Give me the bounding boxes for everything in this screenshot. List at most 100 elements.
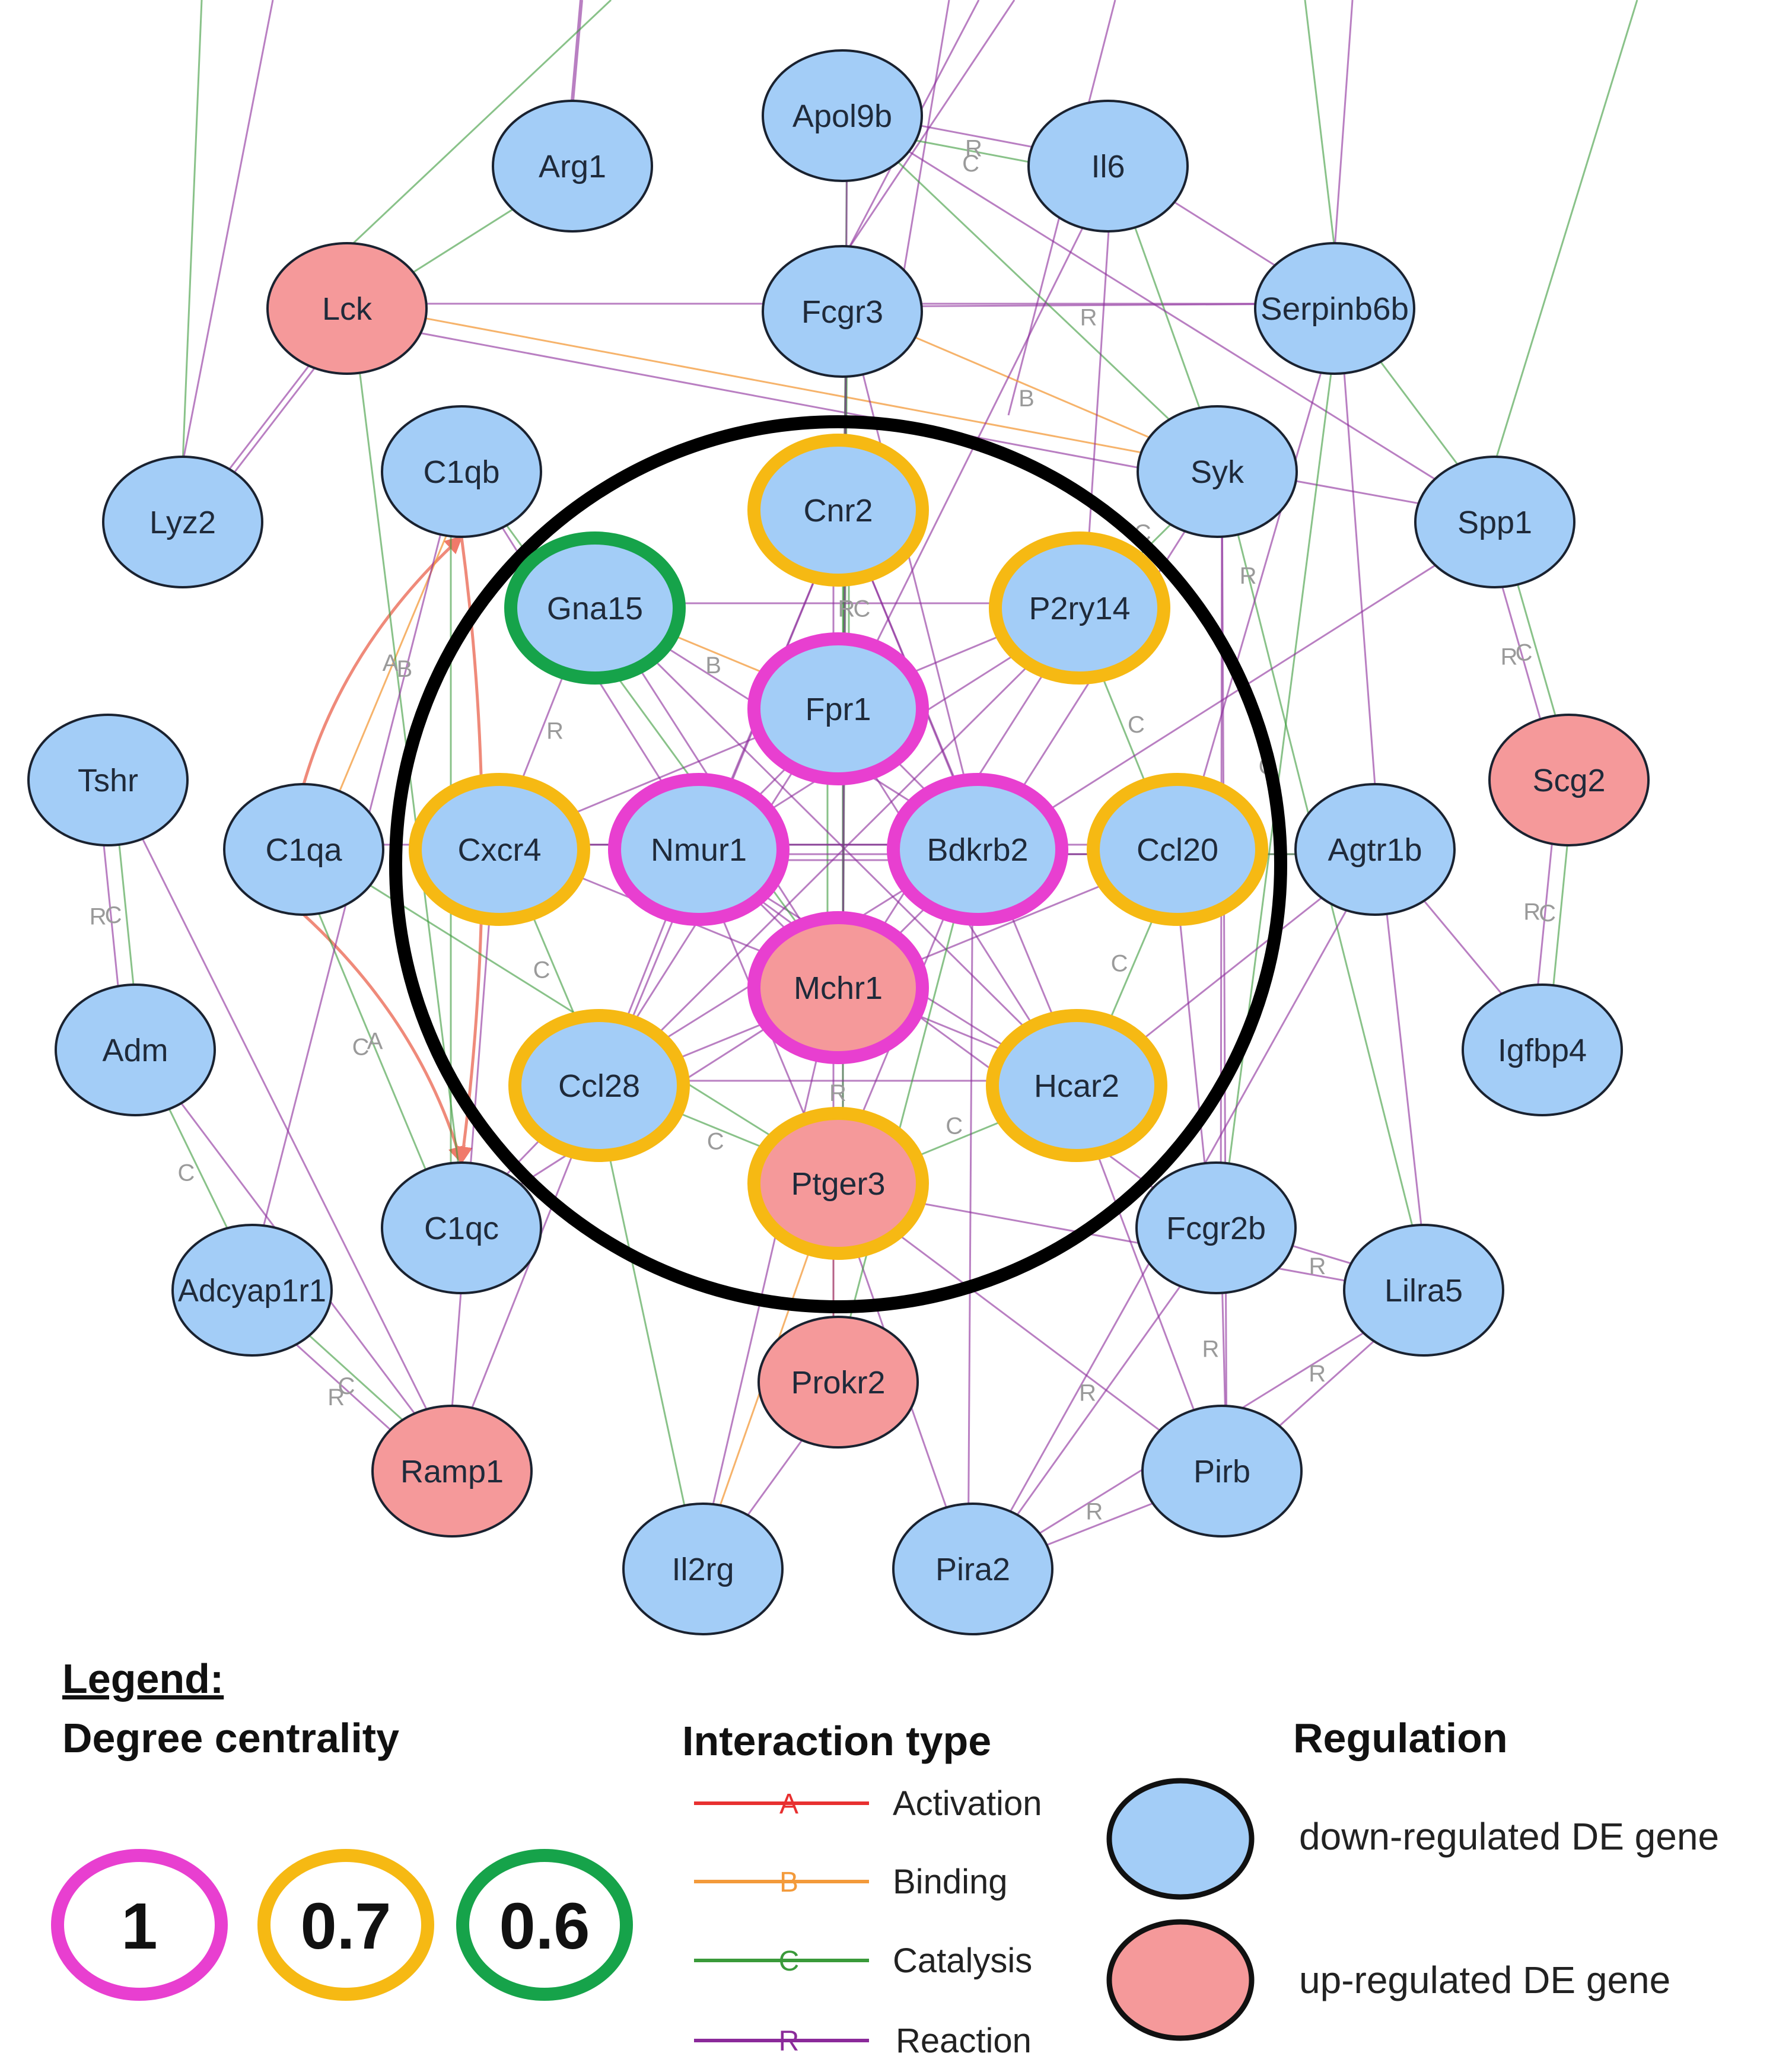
node-label: Ccl20 bbox=[1137, 832, 1218, 868]
edge-label: R bbox=[1501, 644, 1518, 670]
node-ellipse bbox=[492, 100, 653, 233]
node-ellipse bbox=[1135, 1161, 1297, 1294]
legend-degree-item-1: 1 bbox=[51, 1849, 228, 2001]
edge-label: C bbox=[1111, 951, 1128, 977]
node-label: Lck bbox=[322, 291, 373, 327]
node-ellipse bbox=[762, 49, 923, 182]
legend-heading: Legend: bbox=[62, 1656, 224, 1702]
edge-label: R bbox=[838, 596, 855, 622]
node-label: C1qa bbox=[265, 832, 342, 868]
edge-offscreen bbox=[182, 0, 203, 463]
legend-label: up-regulated DE gene bbox=[1299, 1959, 1670, 2001]
node-label: Fcgr2b bbox=[1166, 1211, 1266, 1246]
node-ellipse bbox=[762, 245, 923, 378]
edge-label: R bbox=[965, 135, 982, 161]
edge-offscreen bbox=[346, 0, 612, 250]
edge-activation bbox=[303, 913, 466, 1164]
edge-offscreen bbox=[571, 0, 583, 101]
node-scg2: Scg2 bbox=[1488, 714, 1650, 846]
node-c1qc: C1qc bbox=[381, 1161, 542, 1294]
edge-label: C bbox=[533, 957, 550, 983]
node-ellipse bbox=[55, 983, 216, 1116]
node-ellipse bbox=[504, 531, 686, 685]
node-ellipse bbox=[27, 714, 189, 846]
node-label: Fcgr3 bbox=[801, 294, 883, 330]
node-bdkrb2: Bdkrb2 bbox=[887, 773, 1068, 926]
legend-activation: A Activation bbox=[694, 1784, 1042, 1823]
node-label: Cxcr4 bbox=[457, 832, 541, 868]
node-mchr1: Mchr1 bbox=[747, 911, 929, 1064]
node-ellipse bbox=[1141, 1405, 1303, 1538]
node-label: Gna15 bbox=[547, 591, 643, 626]
node-label: Prokr2 bbox=[791, 1365, 885, 1400]
legend-mark: A bbox=[779, 1788, 798, 1820]
edge-offscreen bbox=[847, 0, 1016, 250]
edge-offscreen bbox=[1494, 0, 1638, 463]
edge-reaction bbox=[846, 310, 983, 849]
legend-degree-item-06: 0.6 bbox=[456, 1849, 633, 2001]
legend-label: Activation bbox=[893, 1784, 1042, 1823]
node-label: Hcar2 bbox=[1034, 1068, 1119, 1104]
node-tshr: Tshr bbox=[27, 714, 189, 846]
edge-label: C bbox=[105, 902, 122, 928]
node-label: Ccl28 bbox=[558, 1068, 640, 1104]
edge-label: R bbox=[1086, 1498, 1103, 1524]
edge-label: R bbox=[829, 1080, 846, 1106]
node-il2rg: Il2rg bbox=[622, 1503, 784, 1635]
node-label: Il2rg bbox=[671, 1552, 734, 1587]
edge-catalysis bbox=[832, 848, 974, 1382]
edge-label: C bbox=[1539, 900, 1556, 927]
node-c1qa: C1qa bbox=[223, 783, 384, 916]
node-ellipse bbox=[508, 1009, 690, 1162]
node-label: Scg2 bbox=[1532, 763, 1605, 798]
node-label: Mchr1 bbox=[794, 970, 883, 1006]
legend-label: Catalysis bbox=[893, 1941, 1032, 1980]
legend-degree-item-07: 0.7 bbox=[257, 1849, 434, 2001]
edge-label: A bbox=[383, 650, 399, 676]
node-ellipse bbox=[1414, 456, 1575, 588]
node-label: Adm bbox=[102, 1033, 168, 1068]
node-ellipse bbox=[1087, 773, 1268, 926]
legend-label: down-regulated DE gene bbox=[1299, 1815, 1719, 1858]
node-ellipse bbox=[989, 531, 1170, 685]
node-ellipse bbox=[747, 632, 929, 785]
edge-reaction bbox=[447, 847, 695, 1470]
edge-reaction bbox=[111, 777, 457, 1470]
legend-catalysis: C Catalysis bbox=[694, 1941, 1032, 1980]
node-il6: Il6 bbox=[1027, 100, 1189, 233]
edge-reaction bbox=[697, 986, 835, 1568]
edge-label: R bbox=[1080, 304, 1097, 330]
edge-label: C bbox=[707, 1128, 724, 1154]
edge-label: R bbox=[1309, 1253, 1326, 1279]
edge-reaction bbox=[842, 303, 1335, 308]
node-ellipse bbox=[986, 1009, 1167, 1162]
legend-mark: B bbox=[779, 1867, 798, 1898]
edge-label: R bbox=[327, 1384, 345, 1411]
node-ellipse bbox=[1343, 1224, 1504, 1357]
edge-reaction bbox=[695, 852, 1214, 1233]
node-ellipse bbox=[171, 1224, 333, 1357]
node-ellipse bbox=[381, 1161, 542, 1294]
node-label: C1qb bbox=[423, 454, 499, 490]
edge-reaction bbox=[837, 1187, 1423, 1296]
node-apol9b: Apol9b bbox=[762, 49, 923, 182]
node-fpr1: Fpr1 bbox=[747, 632, 929, 785]
node-label: Pirb bbox=[1193, 1454, 1250, 1489]
edge-label: C bbox=[1128, 712, 1145, 738]
node-ellipse bbox=[747, 434, 929, 587]
node-adm: Adm bbox=[55, 983, 216, 1116]
node-p2ry14: P2ry14 bbox=[989, 531, 1170, 685]
node-label: Lilra5 bbox=[1384, 1273, 1463, 1309]
node-label: Serpinb6b bbox=[1261, 291, 1409, 327]
edge-catalysis bbox=[1220, 308, 1341, 1229]
node-cxcr4: Cxcr4 bbox=[409, 773, 590, 926]
edge-catalysis bbox=[593, 1086, 699, 1570]
legend-regulation: down-regulated DE gene up-regulated DE g… bbox=[1106, 1778, 1719, 2041]
edge-label: R bbox=[1202, 1336, 1220, 1362]
edge-label: R bbox=[1079, 1380, 1096, 1406]
node-ptger3: Ptger3 bbox=[747, 1107, 929, 1260]
node-label: Nmur1 bbox=[651, 832, 747, 868]
node-fcgr2b: Fcgr2b bbox=[1135, 1161, 1297, 1294]
node-gna15: Gna15 bbox=[504, 531, 686, 685]
node-label: Lyz2 bbox=[149, 505, 216, 540]
